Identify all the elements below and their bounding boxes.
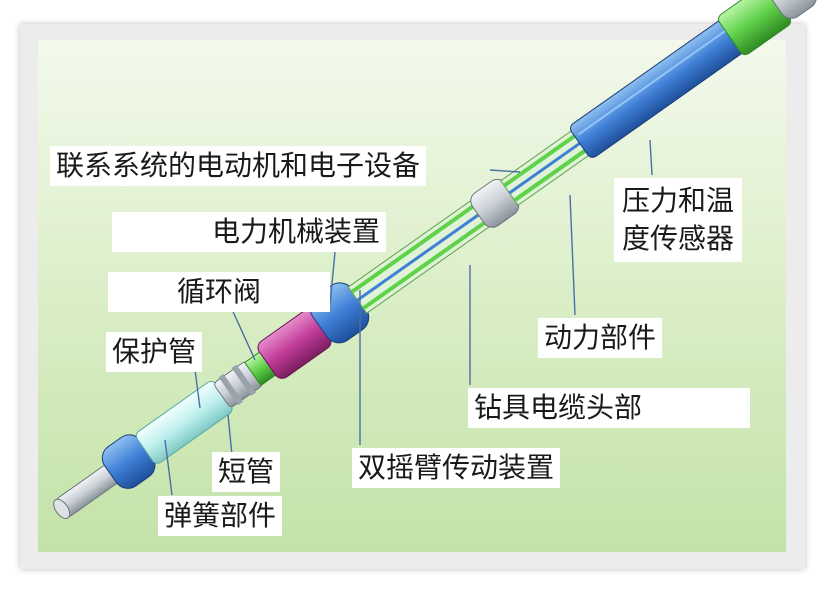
bottom-end-cap xyxy=(53,462,122,519)
label-double-arm-drive: 双摇臂传动装置 xyxy=(352,448,561,488)
label-power-mechanical-device: 电力机械装置 xyxy=(112,212,386,252)
label-spring-assembly: 弹簧部件 xyxy=(158,496,283,536)
label-motor-electronics: 联系系统的电动机和电子设备 xyxy=(50,146,427,186)
top-collar xyxy=(767,0,817,19)
label-pressure-temperature-line1: 压力和温 xyxy=(622,184,735,217)
label-power-section: 动力部件 xyxy=(538,318,663,358)
label-cable-head: 钻具电缆头部 xyxy=(468,388,750,428)
label-pressure-temperature-line2: 度传感器 xyxy=(622,222,735,255)
leader-lines xyxy=(164,139,653,496)
label-protective-tube: 保护管 xyxy=(106,332,203,372)
label-pressure-temperature-sensor: 压力和温 度传感器 xyxy=(614,178,743,262)
double-arm-section xyxy=(347,199,490,314)
label-short-tube: 短管 xyxy=(212,452,281,492)
label-circulation-valve: 循环阀 xyxy=(108,272,330,312)
